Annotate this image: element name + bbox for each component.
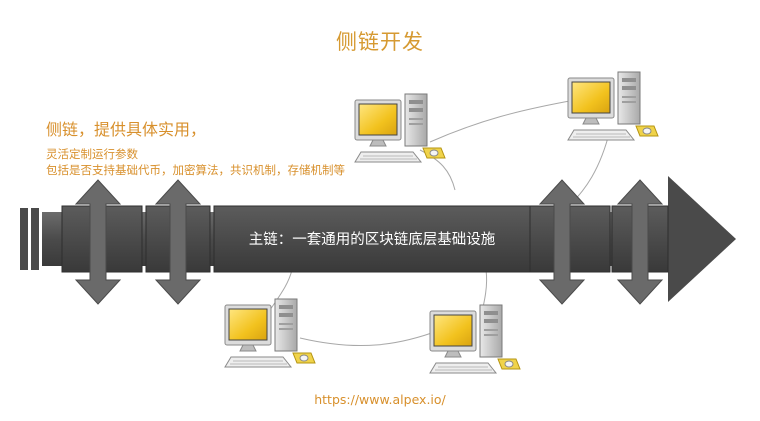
main-chain-label: 主链：一套通用的区块链底层基础设施 (249, 231, 496, 248)
link-bottom-left-to-chain (269, 269, 293, 311)
link-top-right-to-chain (569, 129, 611, 206)
page-title: 侧链开发 (336, 30, 424, 54)
sidechain-description: 侧链，提供具体实用， 灵活定制运行参数 包括是否支持基础代币，加密算法，共识机制… (46, 116, 345, 178)
description-line-1: 灵活定制运行参数 (46, 147, 138, 161)
chain-tail-stripe (20, 208, 28, 270)
link-bottom-left-to-bottom-right (299, 329, 441, 347)
description-heading: 侧链，提供具体实用， (46, 120, 207, 139)
computer-icon (567, 71, 659, 141)
chain-tail-stripe (31, 208, 39, 270)
link-top-left-to-top-right (429, 99, 576, 143)
chain-block (213, 205, 531, 273)
computer-icon (224, 298, 316, 368)
computer-icon (429, 304, 521, 374)
footer-url: https://www.alpex.io/ (314, 392, 446, 407)
description-line-2: 包括是否支持基础代币，加密算法，共识机制，存储机制等 (46, 163, 345, 177)
chain-arrowhead (668, 176, 736, 302)
computer-icon (354, 93, 446, 163)
